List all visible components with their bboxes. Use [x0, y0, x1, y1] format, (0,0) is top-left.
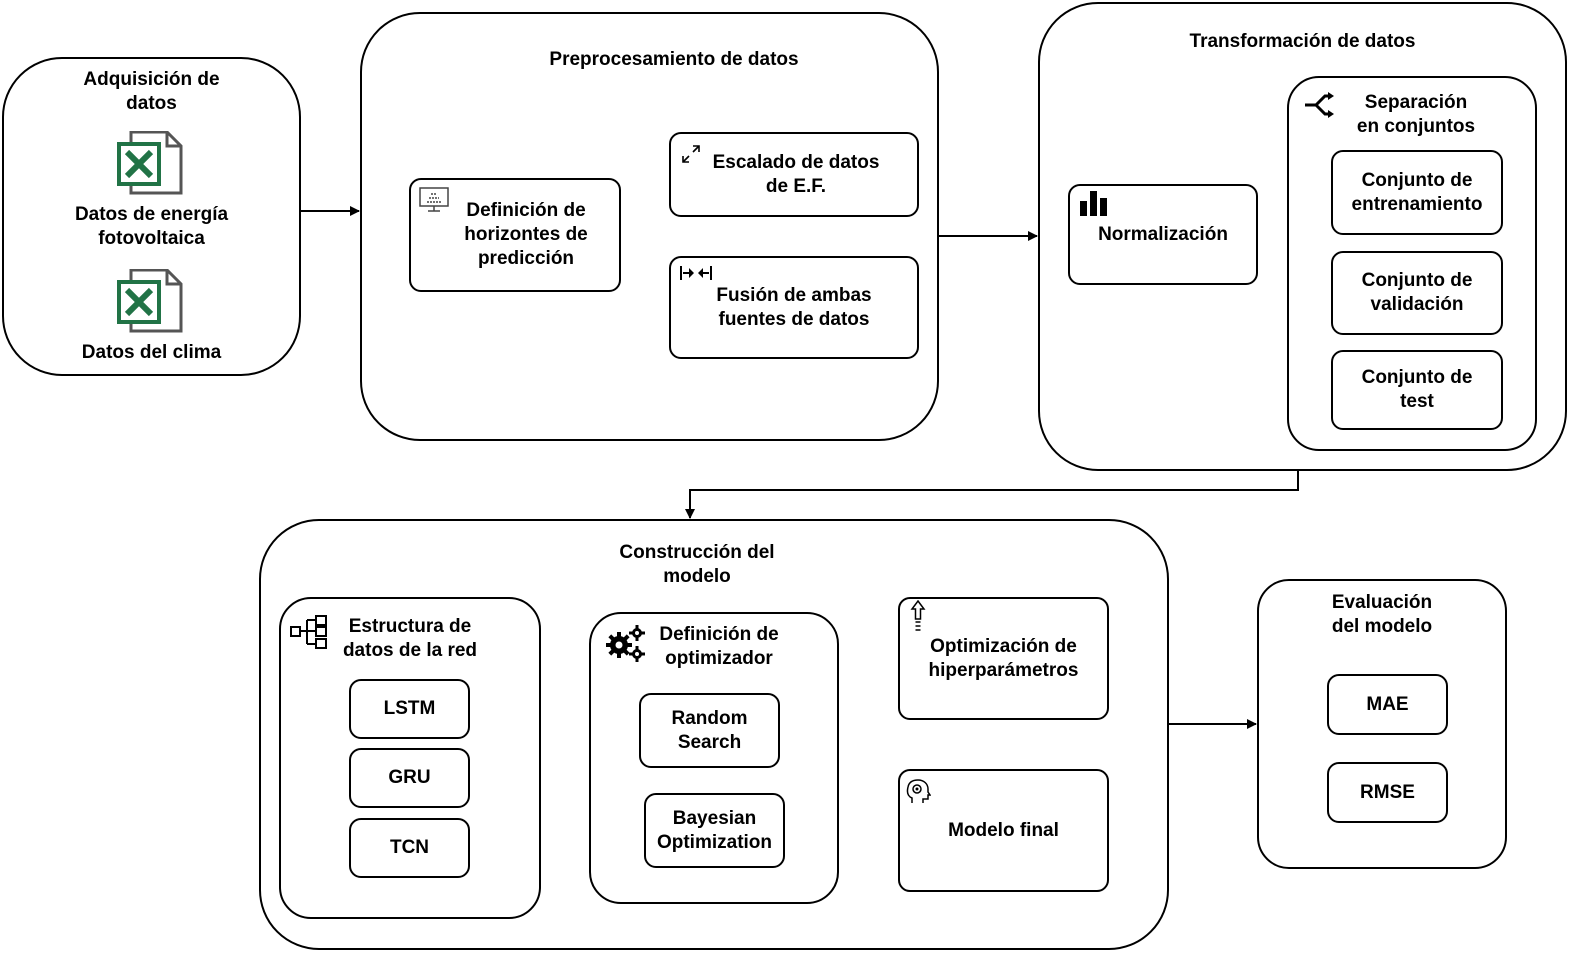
random-search-box: Random Search: [639, 693, 780, 768]
lstm-box: LSTM: [349, 679, 470, 739]
scaling-label: Escalado de datos de E.F.: [712, 151, 880, 197]
lstm-label: LSTM: [383, 698, 436, 719]
arrow-transformation-to-model: [685, 470, 1299, 519]
mae-box: MAE: [1327, 674, 1448, 735]
rmse-box: RMSE: [1327, 762, 1448, 823]
split-arrows-icon: [1305, 92, 1334, 118]
preprocessing-title: Preprocesamiento de datos: [549, 49, 799, 70]
validation-set-label: Conjunto de validación: [1361, 270, 1473, 315]
tcn-box: TCN: [349, 818, 470, 878]
bayesian-optimization-label: Bayesian Optimization: [656, 807, 773, 853]
optimizer-title: Definición de optimizador: [659, 624, 779, 669]
gears-icon: [606, 625, 645, 662]
gru-box: GRU: [349, 748, 470, 808]
tcn-label: TCN: [389, 837, 430, 858]
hyperparams-box: Optimización de hiperparámetros: [898, 597, 1109, 720]
final-model-label: Modelo final: [948, 819, 1059, 841]
random-search-label: Random Search: [671, 707, 748, 753]
excel-file-icon: [117, 131, 183, 195]
train-set-label: Conjunto de entrenamiento: [1351, 169, 1483, 215]
transformation-title: Transformación de datos: [1189, 31, 1416, 52]
test-set-label: Conjunto de test: [1361, 367, 1473, 412]
merge-arrows-icon: [680, 266, 712, 280]
normalization-label: Normalización: [1098, 223, 1228, 245]
fusion-label: Fusión de ambas fuentes de datos: [716, 284, 872, 330]
split-title: Separación en conjuntos: [1356, 92, 1476, 137]
network-structure-icon: [290, 615, 327, 649]
train-set-box: Conjunto de entrenamiento: [1331, 150, 1503, 235]
up-arrow-icon: [910, 600, 926, 631]
evaluation-title: Evaluación del modelo: [1331, 592, 1433, 637]
mae-label: MAE: [1366, 693, 1409, 715]
model-title: Construcción del modelo: [619, 542, 775, 587]
pv-data-label: Datos de energía fotovoltaica: [74, 204, 229, 249]
acquisition-title: Adquisición de datos: [83, 69, 220, 114]
normalization-box: Normalización: [1068, 184, 1258, 285]
test-set-box: Conjunto de test: [1331, 350, 1503, 430]
monitor-chart-icon: [419, 187, 449, 212]
bayesian-optimization-box: Bayesian Optimization: [644, 793, 785, 868]
head-gear-icon: [906, 779, 931, 803]
horizons-label: Definición de horizontes de predicción: [464, 200, 588, 269]
expand-arrows-icon: [682, 145, 700, 163]
bar-chart-icon: [1080, 191, 1107, 216]
hyperparams-label: Optimización de hiperparámetros: [928, 635, 1079, 681]
scaling-box: Escalado de datos de E.F.: [669, 132, 919, 217]
structure-title: Estructura de datos de la red: [342, 616, 478, 661]
rmse-label: RMSE: [1360, 781, 1415, 803]
weather-data-label: Datos del clima: [81, 342, 222, 363]
excel-file-icon: [117, 269, 183, 333]
horizons-box: Definición de horizontes de predicción: [409, 178, 621, 292]
validation-set-box: Conjunto de validación: [1331, 251, 1503, 335]
gru-label: GRU: [388, 767, 431, 788]
final-model-box: Modelo final: [898, 769, 1109, 892]
